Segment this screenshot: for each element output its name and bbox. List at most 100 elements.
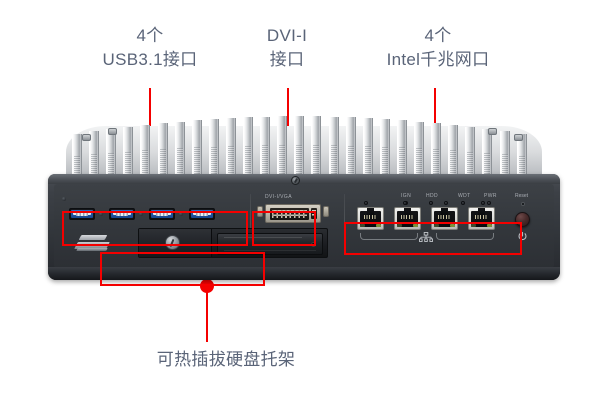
rj45-led-right [487, 224, 492, 227]
usb-divider-screw [99, 212, 103, 216]
dvi-annotation-line2: 接口 [269, 50, 305, 69]
drive-bay-highlight-box [100, 252, 265, 286]
chassis-screw [514, 134, 523, 141]
dvi-annotation-line1: DVI-I [266, 26, 308, 45]
chassis-screw [488, 128, 497, 135]
heatsink-fin [225, 117, 236, 192]
rj45-led-left [471, 224, 476, 227]
rj45-contacts [401, 215, 414, 219]
chassis-top-edge [48, 174, 560, 184]
usb-pins [156, 212, 168, 216]
heatsink-fin [414, 121, 424, 192]
heatsink-fin [465, 126, 476, 192]
usb-top-screw [62, 197, 66, 201]
led-pwr [487, 201, 491, 205]
drive-bay-annotation-line1: 可热插拔硬盘托架 [156, 350, 296, 369]
badge-stripe [76, 248, 108, 251]
rj45-led-right [376, 224, 381, 227]
usb-highlight-box [62, 211, 248, 246]
heatsink-fin [157, 123, 168, 192]
dvi-annotation-label: DVI-I 接口 [232, 24, 342, 72]
usb-shell [111, 210, 133, 218]
reset-button[interactable] [521, 202, 525, 206]
rj45-led-left [434, 224, 439, 227]
usb-divider-screw [179, 212, 183, 216]
heatsink-fin [482, 129, 493, 192]
heatsink-fin [243, 117, 253, 192]
heatsink-fin [499, 131, 510, 192]
rj45-led-right [413, 224, 418, 227]
led-label-pwr: PWR [484, 193, 497, 199]
reset-label: Reset [515, 193, 529, 199]
rj45-key [441, 208, 448, 215]
usb-tongue [193, 211, 211, 216]
io-divider [250, 194, 251, 252]
usb-shell [71, 210, 93, 218]
lan-indicator-2 [403, 201, 407, 205]
lan-indicator-1 [364, 201, 368, 205]
usb-shell [151, 210, 173, 218]
usb-divider-screw [139, 212, 143, 216]
heatsink-fin [431, 123, 442, 192]
chassis-bottom-edge [48, 267, 560, 280]
heatsink-fin [328, 116, 339, 192]
usb-annotation-line2: USB3.1接口 [102, 50, 198, 69]
led-label-ign: IGN [401, 193, 412, 199]
lan-highlight-box [344, 222, 522, 255]
rj45-contacts [438, 215, 451, 219]
rj45-key [404, 208, 411, 215]
heatsink-fin [448, 124, 459, 192]
drive-bay-leader-dot [200, 279, 214, 293]
lan-group-bracket-right [436, 233, 494, 240]
dvi-highlight-box [252, 211, 316, 246]
heatsink-fin [345, 117, 356, 192]
heatsink-fin [260, 116, 271, 192]
led-label-wdt: WDT [458, 193, 471, 199]
lan-indicator-3 [444, 201, 448, 205]
heatsink-fin [396, 120, 407, 192]
led-label-hdd: HDD [426, 193, 439, 199]
usb-tongue [113, 211, 131, 216]
rj45-contacts [364, 215, 377, 219]
power-icon [517, 231, 528, 242]
heatsink-fin [191, 120, 202, 192]
rj45-led-right [450, 224, 455, 227]
dvi-inner [270, 207, 309, 220]
rj45-led-left [360, 224, 365, 227]
chassis-screw [82, 134, 91, 141]
usb-tongue [73, 211, 91, 216]
heatsink-fin [379, 118, 390, 192]
dvi-ear-right [323, 206, 329, 217]
usb-pins [76, 212, 88, 216]
rj45-contacts [475, 215, 488, 219]
dvi-pin-grid [272, 209, 307, 218]
usb-annotation-label: 4个 USB3.1接口 [90, 24, 210, 72]
heatsink-fin [208, 118, 219, 192]
heatsink-fin [140, 124, 151, 192]
lan-group-bracket-left [360, 233, 418, 240]
rj45-led-left [397, 224, 402, 227]
heatsink-fin [311, 116, 322, 192]
lan-annotation-line1: 4个 [424, 26, 452, 45]
led-wdt [461, 201, 465, 205]
heatsink-fin [362, 117, 373, 192]
faceplate-screw [291, 176, 300, 185]
drive-bay-lock-icon[interactable] [165, 235, 180, 250]
heatsink-fin [89, 131, 100, 192]
lan-indicator-4 [481, 201, 485, 205]
network-icon [419, 232, 433, 243]
led-hdd [429, 201, 433, 205]
heatsink-fin [174, 121, 185, 192]
lan-annotation-label: 4个 Intel千兆网口 [358, 24, 518, 72]
rj45-key [478, 208, 485, 215]
heatsink-fin [123, 126, 134, 192]
heatsink-fin [106, 129, 117, 192]
heatsink-fin [277, 116, 288, 192]
heatsink-fin [294, 116, 305, 192]
rj45-key [367, 208, 374, 215]
usb-shell [191, 210, 213, 218]
chassis-screw [108, 128, 117, 135]
drive-bay-leader-line [206, 286, 208, 342]
usb-annotation-line1: 4个 [136, 26, 164, 45]
